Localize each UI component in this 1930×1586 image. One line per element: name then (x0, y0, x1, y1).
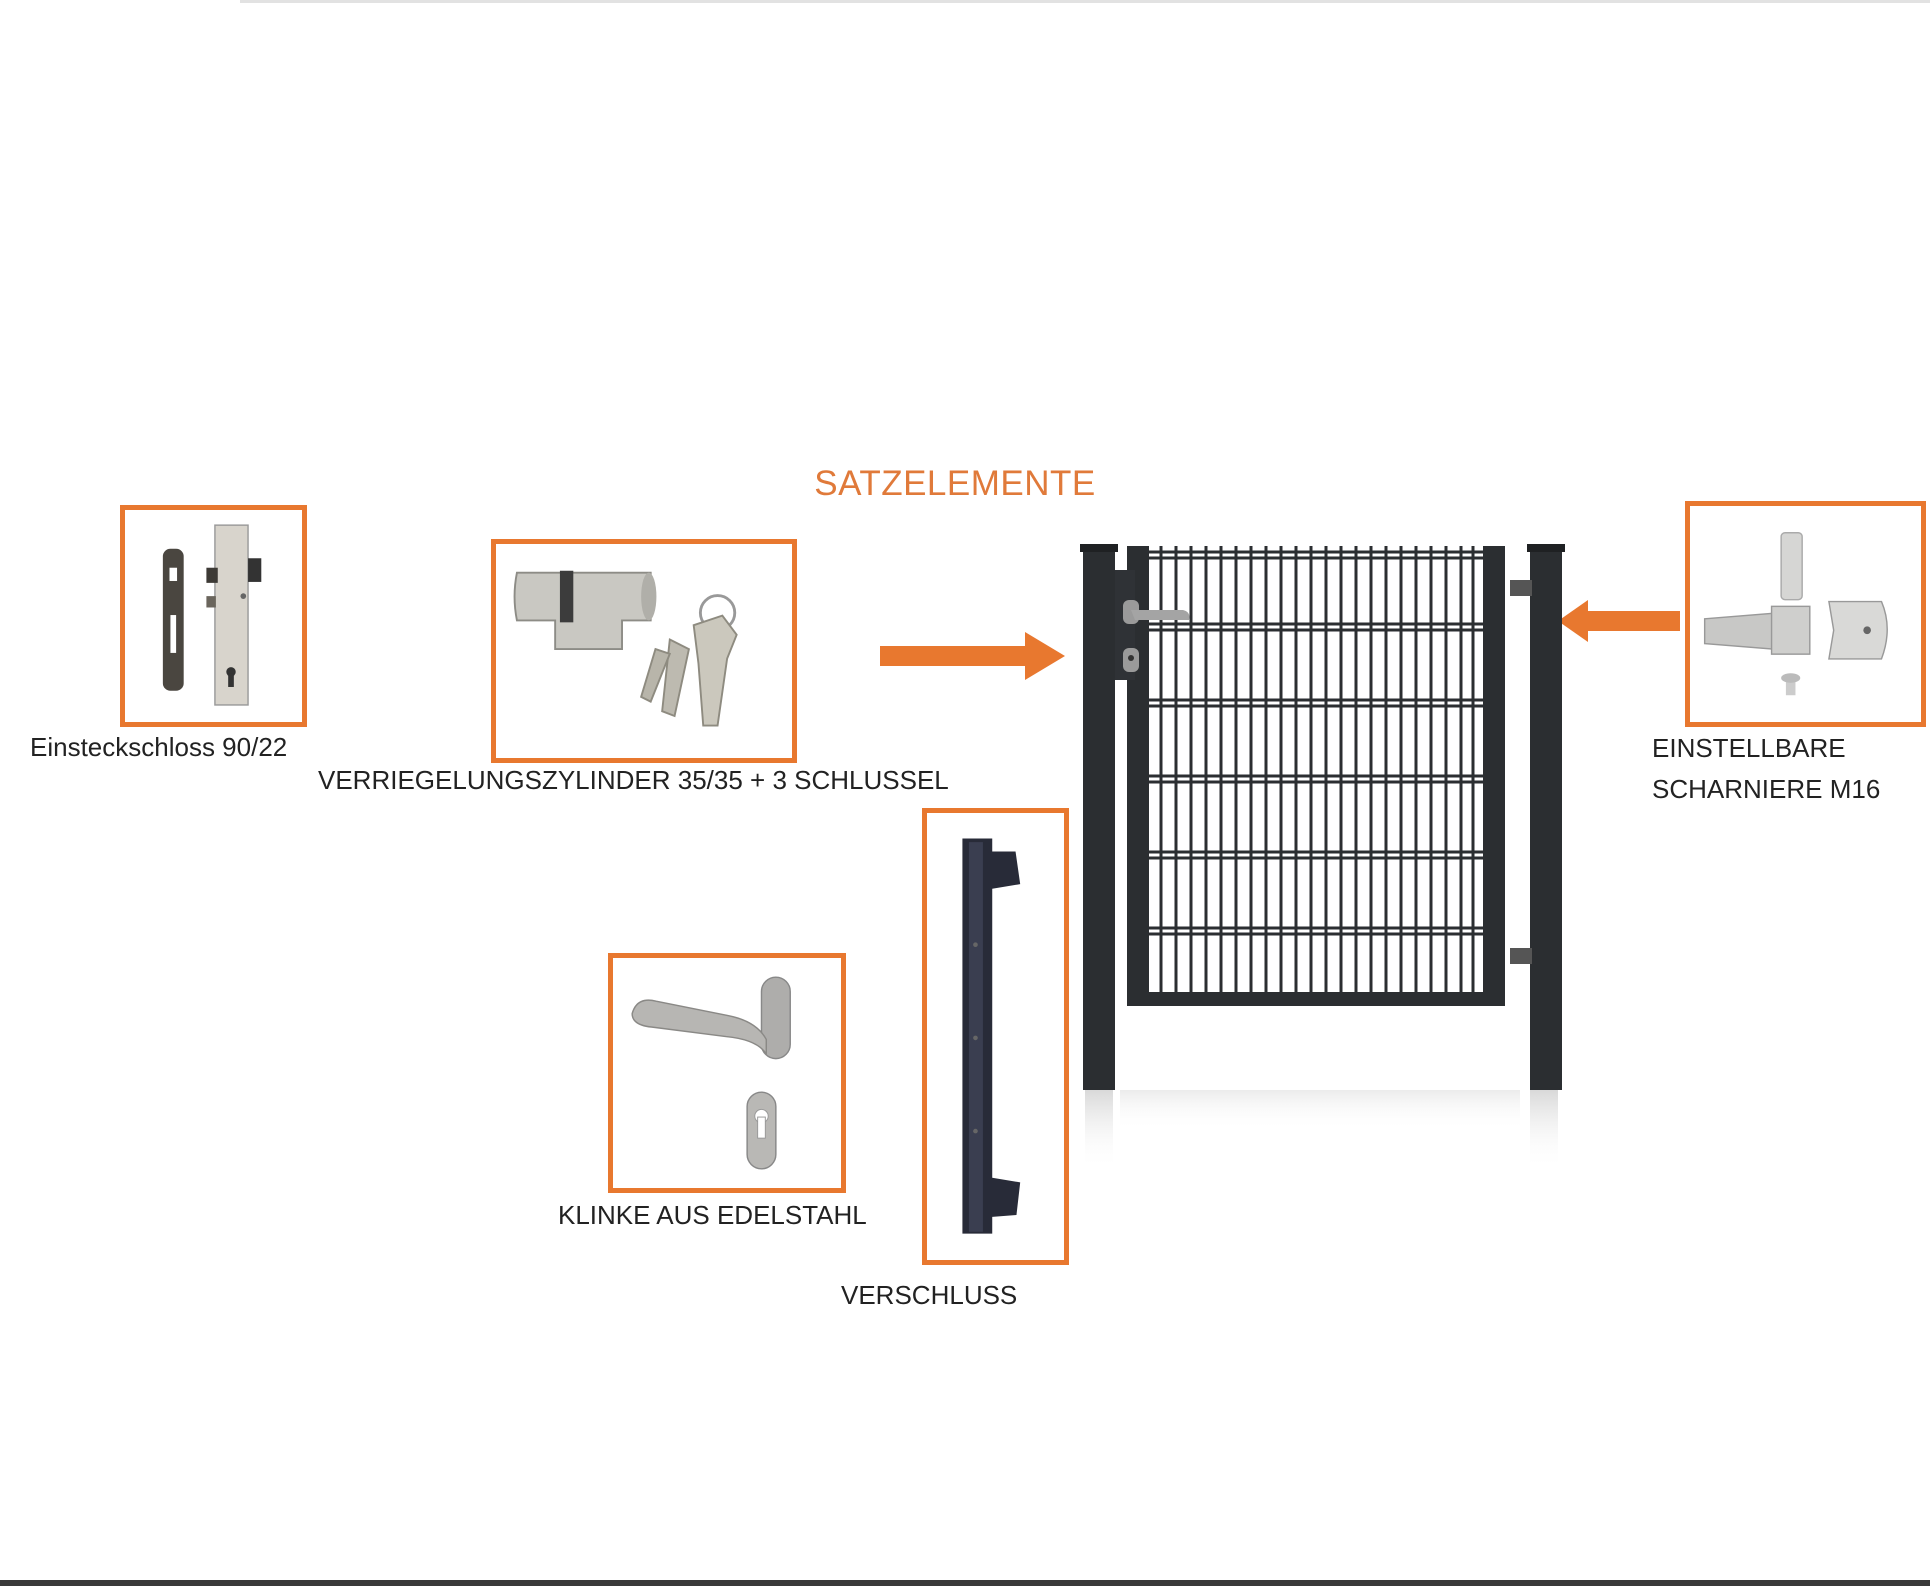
latch-bar-icon (962, 838, 1021, 1234)
hinge-frame (1685, 501, 1926, 727)
arrow-left-icon (1558, 600, 1680, 642)
handle-label: KLINKE AUS EDELSTAHL (558, 1200, 867, 1230)
hinge-icon (1703, 532, 1888, 696)
latch-label: VERSCHLUSS (841, 1280, 1018, 1310)
mortise-lock-label: Einsteckschloss 90/22 (30, 732, 288, 762)
top-divider (240, 0, 1930, 3)
bottom-divider (0, 1580, 1930, 1586)
arrow-right-icon (880, 632, 1065, 680)
lock-cylinder-frame (491, 539, 797, 763)
door-handle-icon (631, 976, 791, 1170)
hinge-label-line2: SCHARNIERE M16 (1652, 774, 1881, 804)
hinge-label-line1: EINSTELLBARE (1652, 733, 1846, 763)
handle-frame (608, 953, 846, 1193)
mortise-lock-frame (120, 505, 307, 727)
mortise-lock-icon (162, 524, 262, 706)
lock-cylinder-label: VERRIEGELUNGSZYLINDER 35/35 + 3 SCHLUSSE… (318, 765, 949, 795)
gate-icon (1080, 544, 1565, 1170)
latch-frame (922, 808, 1069, 1265)
diagram-title: SATZELEMENTE (814, 464, 1096, 503)
lock-cylinder-keys-icon (513, 570, 738, 727)
